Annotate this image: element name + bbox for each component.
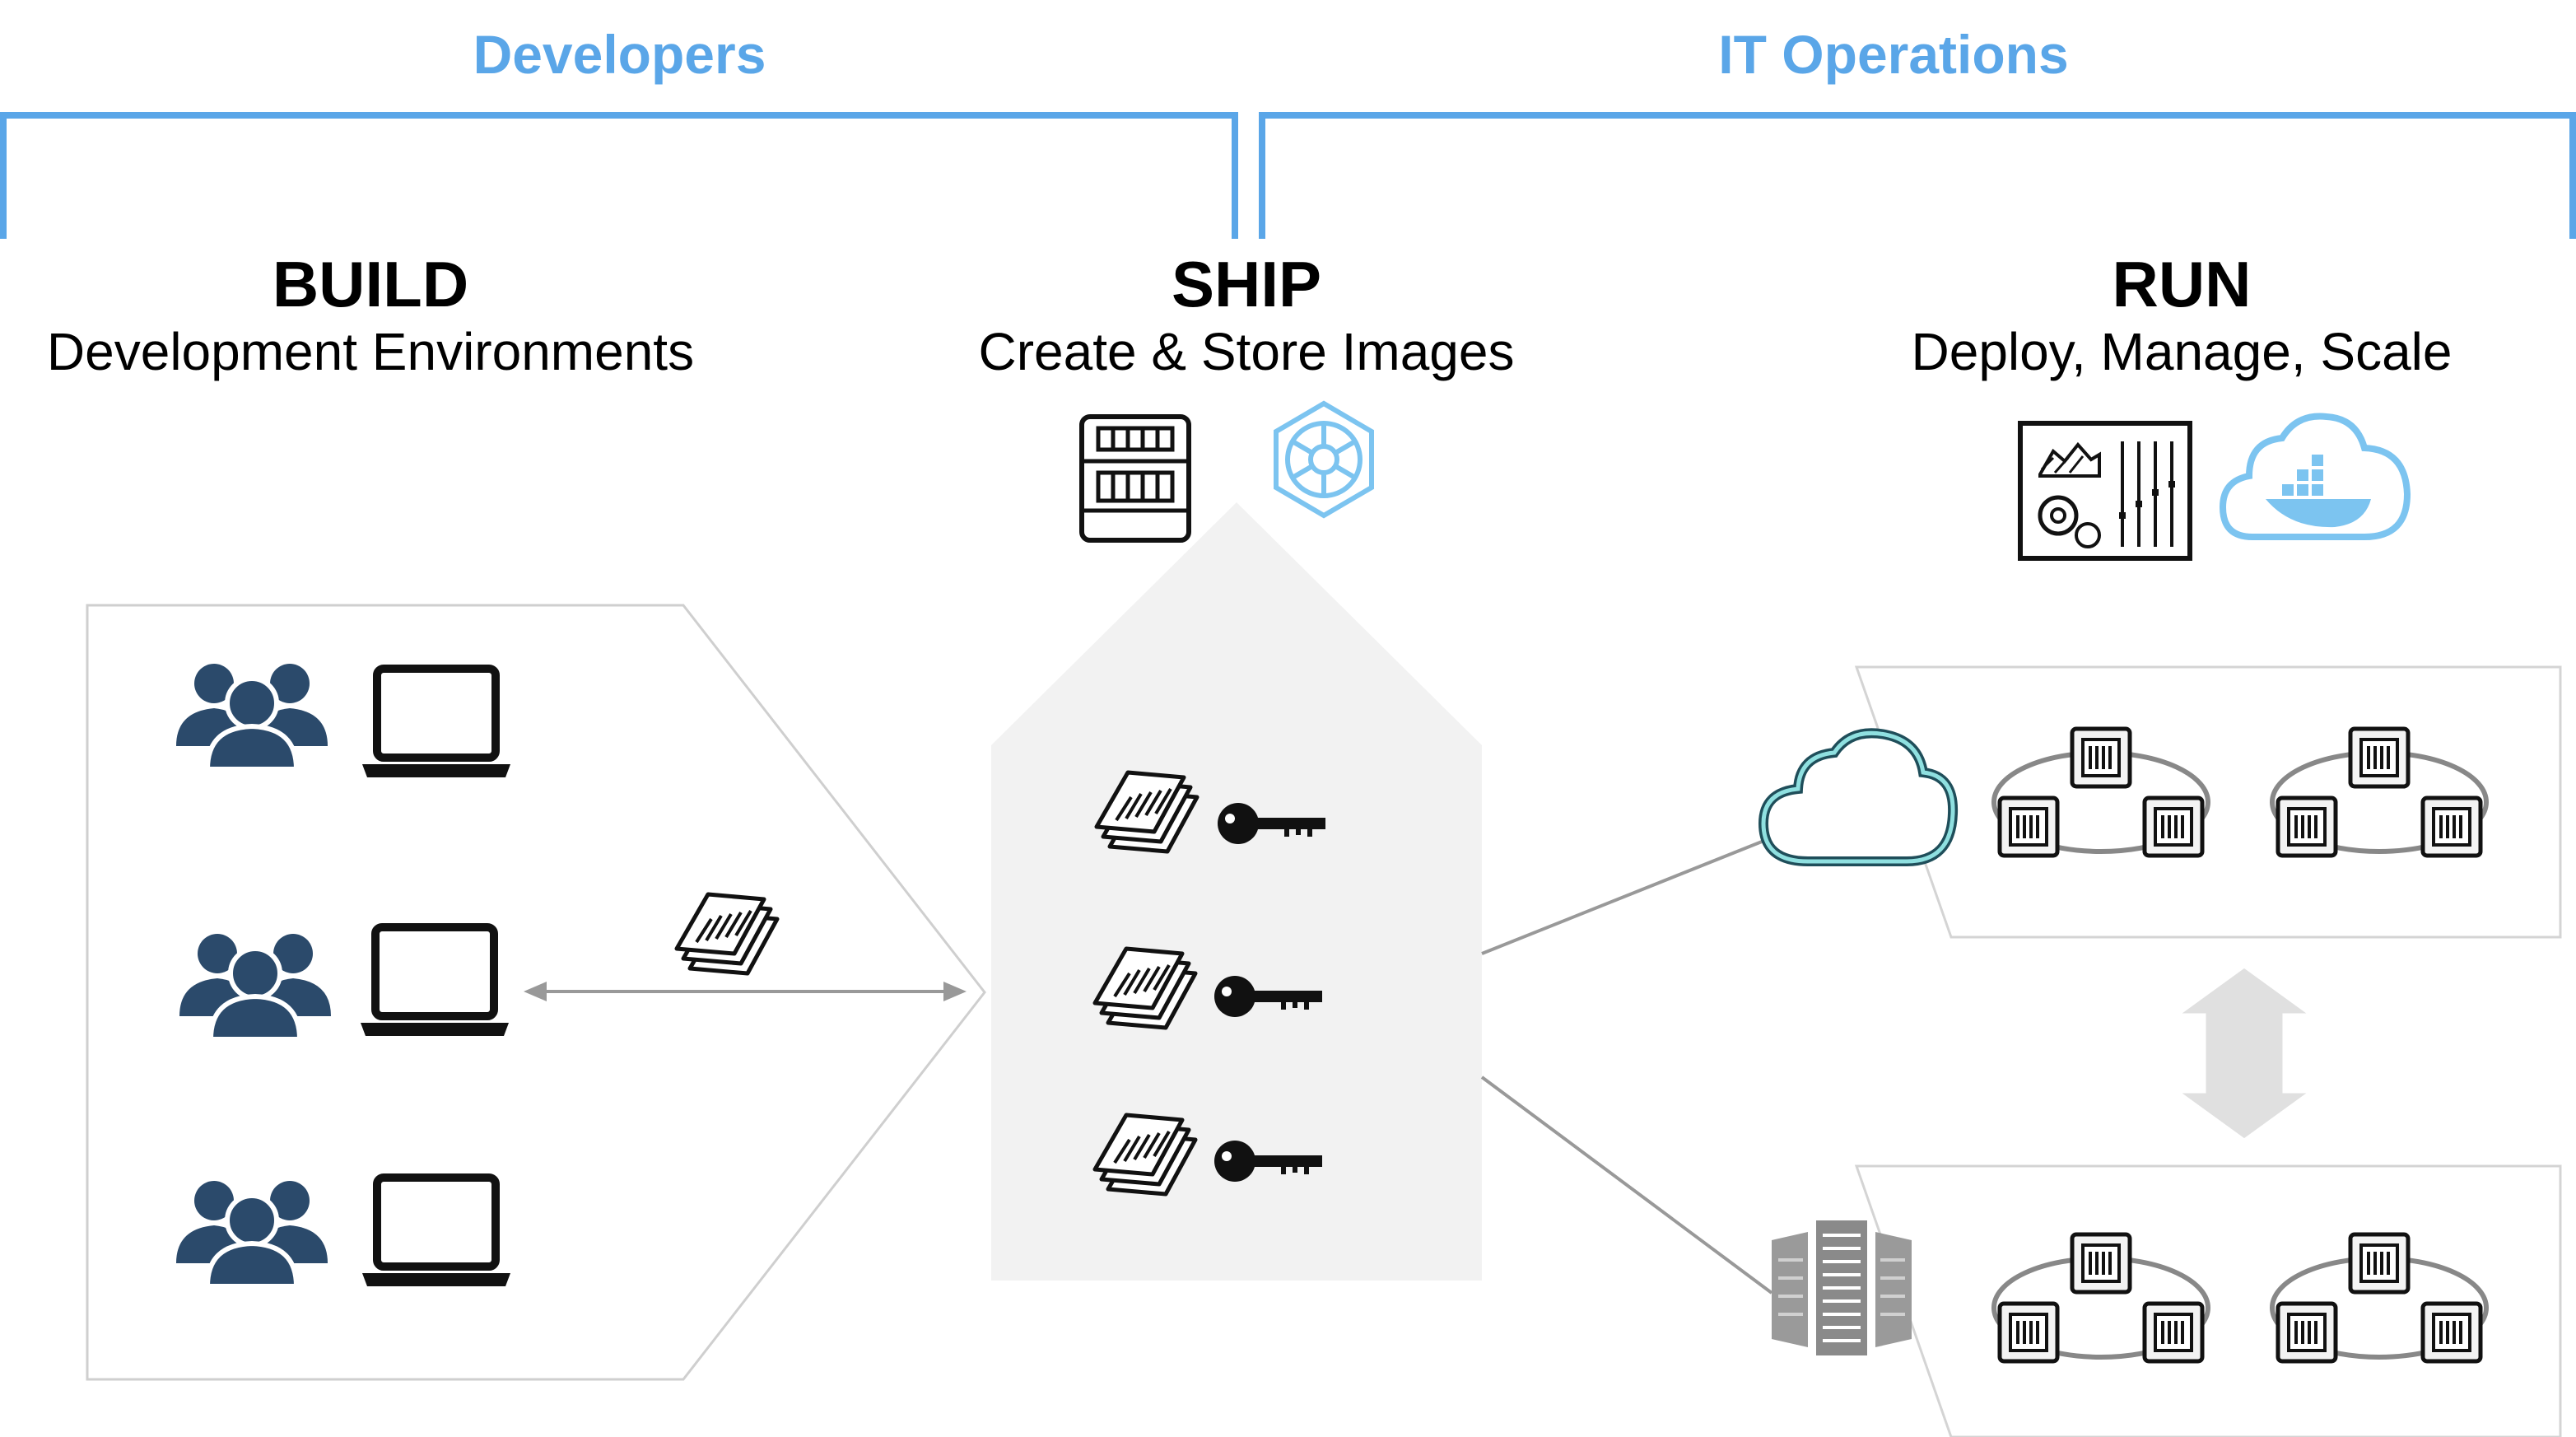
ship-servers-connector: [1480, 1075, 1773, 1295]
it-operations-label: IT Operations: [1718, 24, 2069, 85]
developers-label: Developers: [473, 24, 766, 85]
build-ship-arrow: [524, 982, 967, 1001]
ship-title: SHIP: [1171, 248, 1322, 320]
ship-cloud-connector: [1481, 837, 1771, 955]
management-dashboard-icon: [2018, 421, 2192, 561]
helm-wheel-icon: [1274, 400, 1374, 519]
build-subtitle: Development Environments: [46, 322, 695, 381]
scale-double-arrow: [2174, 965, 2314, 1141]
it-operations-bracket: [1259, 112, 2576, 239]
ship-subtitle: Create & Store Images: [978, 322, 1515, 381]
server-rack-icon: [1772, 1220, 1912, 1355]
build-title: BUILD: [272, 248, 469, 320]
docker-cloud-icon: [2219, 413, 2411, 540]
developers-bracket: [0, 112, 1238, 239]
ship-panel: [991, 502, 1482, 1281]
run-subtitle: Deploy, Manage, Scale: [1911, 322, 2453, 381]
run-title: RUN: [2112, 248, 2252, 320]
registry-rack-icon: [1079, 414, 1191, 543]
cloud-icon: [1758, 728, 1959, 866]
